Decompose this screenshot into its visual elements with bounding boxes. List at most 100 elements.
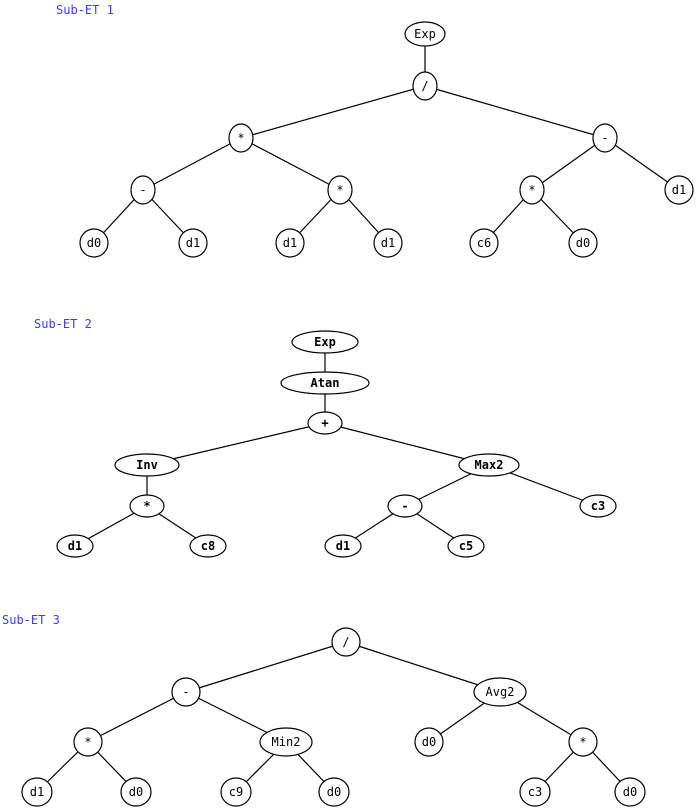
tree-node: c8 bbox=[189, 534, 227, 558]
tree-node: d0 bbox=[318, 777, 350, 807]
tree-node: Exp bbox=[291, 330, 359, 354]
tree-edges bbox=[93, 34, 680, 244]
node-label: / bbox=[421, 79, 428, 93]
node-label: Atan bbox=[311, 376, 340, 390]
tree-node: d0 bbox=[414, 727, 444, 757]
tree-node: * bbox=[228, 123, 254, 153]
node-label: c3 bbox=[591, 499, 605, 513]
node-label: Max2 bbox=[475, 458, 504, 472]
node-ellipse bbox=[178, 228, 208, 258]
node-label: Min2 bbox=[272, 735, 301, 749]
tree-node: d0 bbox=[614, 777, 646, 807]
node-label: c8 bbox=[201, 539, 215, 553]
node-label: * bbox=[579, 735, 586, 749]
tree-node: d1 bbox=[664, 175, 694, 205]
node-label: d1 bbox=[186, 236, 200, 250]
node-ellipse bbox=[458, 453, 520, 477]
tree-edge bbox=[240, 85, 426, 139]
node-ellipse bbox=[291, 330, 359, 354]
node-ellipse bbox=[412, 71, 438, 101]
node-ellipse bbox=[259, 727, 313, 757]
node-ellipse bbox=[307, 411, 343, 435]
tree-edge bbox=[240, 137, 341, 191]
tree-edge bbox=[604, 137, 680, 191]
tree-edge bbox=[345, 641, 501, 693]
tree-node: - bbox=[171, 677, 201, 707]
tree-node: d1 bbox=[21, 777, 53, 807]
tree-node: Exp bbox=[404, 21, 446, 47]
node-ellipse bbox=[318, 777, 350, 807]
tree-node: Min2 bbox=[259, 727, 313, 757]
node-ellipse bbox=[73, 727, 103, 757]
node-label: Exp bbox=[314, 335, 336, 349]
node-label: * bbox=[84, 735, 91, 749]
node-label: d1 bbox=[30, 785, 44, 799]
node-ellipse bbox=[387, 494, 423, 518]
node-ellipse bbox=[447, 534, 485, 558]
node-ellipse bbox=[327, 175, 353, 205]
node-ellipse bbox=[220, 777, 252, 807]
node-ellipse bbox=[130, 175, 156, 205]
node-ellipse bbox=[614, 777, 646, 807]
tree-node: Atan bbox=[280, 371, 370, 395]
node-ellipse bbox=[568, 727, 598, 757]
sub-et-3-title: Sub-ET 3 bbox=[2, 613, 60, 627]
tree-edge bbox=[185, 641, 347, 693]
node-label: d0 bbox=[327, 785, 341, 799]
node-ellipse bbox=[114, 453, 180, 477]
tree-node: Max2 bbox=[458, 453, 520, 477]
node-ellipse bbox=[129, 494, 165, 518]
node-label: - bbox=[182, 685, 189, 699]
tree-edge bbox=[424, 85, 606, 139]
tree-node: Avg2 bbox=[473, 677, 527, 707]
tree-node: c5 bbox=[447, 534, 485, 558]
node-ellipse bbox=[519, 777, 551, 807]
node-label: d1 bbox=[381, 236, 395, 250]
node-label: d0 bbox=[87, 236, 101, 250]
node-ellipse bbox=[664, 175, 694, 205]
tree-node: * bbox=[568, 727, 598, 757]
sub-et-1-title: Sub-ET 1 bbox=[56, 3, 114, 17]
tree-node: + bbox=[307, 411, 343, 435]
tree-node: d0 bbox=[79, 228, 109, 258]
tree-node: d1 bbox=[373, 228, 403, 258]
node-label: d1 bbox=[336, 539, 350, 553]
node-ellipse bbox=[404, 21, 446, 47]
tree-edge bbox=[531, 137, 606, 191]
node-ellipse bbox=[189, 534, 227, 558]
tree-edges bbox=[36, 641, 631, 793]
tree-node: c3 bbox=[579, 494, 617, 518]
node-label: / bbox=[342, 635, 349, 649]
tree-node: d1 bbox=[324, 534, 362, 558]
node-label: d0 bbox=[129, 785, 143, 799]
tree-edge bbox=[146, 422, 326, 466]
tree-node: c6 bbox=[469, 228, 499, 258]
tree-node: / bbox=[331, 627, 361, 657]
node-ellipse bbox=[469, 228, 499, 258]
tree-node: d0 bbox=[568, 228, 598, 258]
tree-edge bbox=[87, 691, 187, 743]
tree-node: - bbox=[592, 123, 618, 153]
tree-node: Inv bbox=[114, 453, 180, 477]
node-label: Exp bbox=[414, 27, 436, 41]
node-label: - bbox=[401, 499, 408, 513]
node-ellipse bbox=[373, 228, 403, 258]
node-ellipse bbox=[519, 175, 545, 205]
node-ellipse bbox=[56, 534, 94, 558]
node-ellipse bbox=[280, 371, 370, 395]
tree-node: - bbox=[130, 175, 156, 205]
node-label: + bbox=[321, 416, 328, 430]
tree-edge bbox=[324, 422, 490, 466]
node-ellipse bbox=[324, 534, 362, 558]
tree-node: * bbox=[327, 175, 353, 205]
tree-node: * bbox=[73, 727, 103, 757]
node-label: * bbox=[237, 131, 244, 145]
node-ellipse bbox=[592, 123, 618, 153]
node-ellipse bbox=[414, 727, 444, 757]
node-label: d0 bbox=[422, 735, 436, 749]
